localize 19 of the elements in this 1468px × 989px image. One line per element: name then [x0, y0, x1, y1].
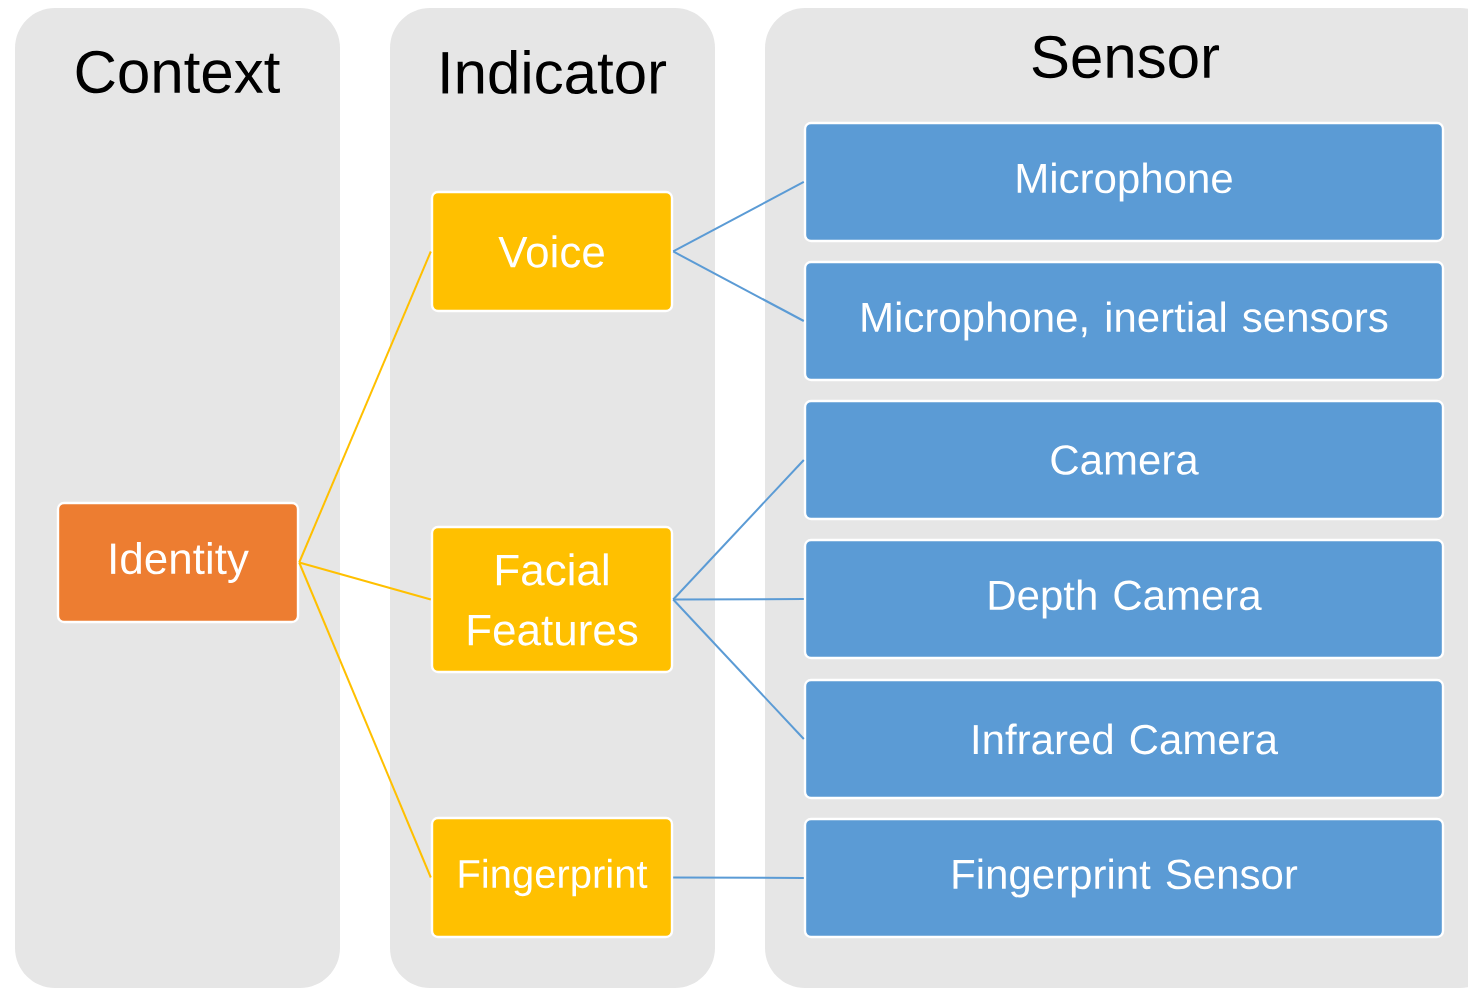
sensor-box: Microphone	[803, 121, 1445, 243]
context-box: Identity	[56, 501, 300, 624]
sensor-box: Microphone, inertial sensors	[803, 260, 1445, 382]
connector-line	[298, 250, 432, 564]
connector-line	[672, 598, 805, 740]
connector-line	[672, 459, 805, 601]
connector-line	[672, 181, 805, 253]
indicator-box: Facial Features	[430, 525, 674, 674]
connector-line	[672, 598, 805, 601]
sensor-box: Infrared Camera	[803, 678, 1445, 800]
sensor-box: Camera	[803, 399, 1445, 521]
connector-line	[298, 561, 432, 879]
indicator-box: Fingerprint	[430, 816, 674, 939]
connector-line	[672, 250, 805, 322]
sensor-box: Fingerprint Sensor	[803, 817, 1445, 939]
connector-line	[672, 876, 805, 879]
sensor-box: Depth Camera	[803, 538, 1445, 660]
connector-line	[298, 561, 432, 601]
indicator-box: Voice	[430, 190, 674, 313]
